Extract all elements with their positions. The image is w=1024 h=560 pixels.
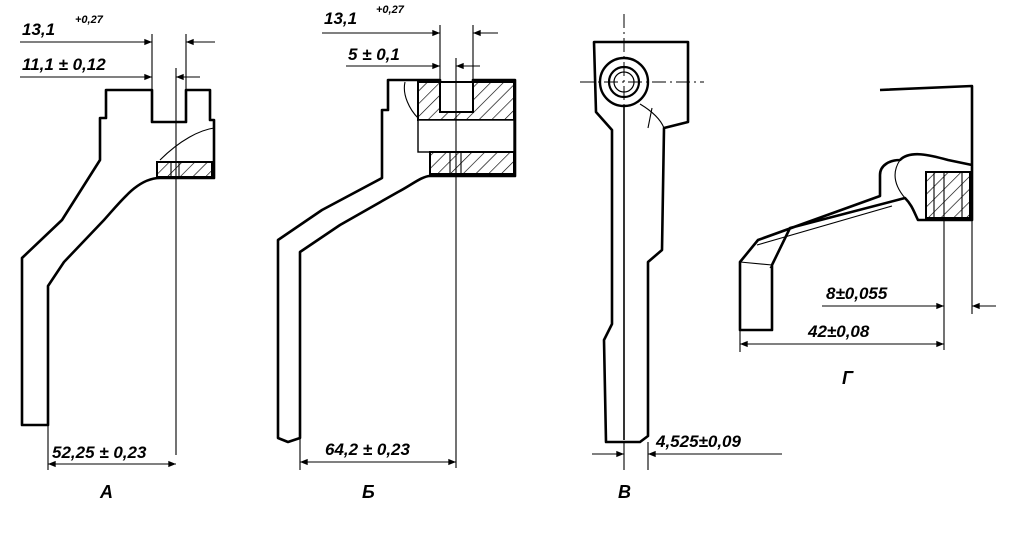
dim-a-top: 13,1 — [22, 20, 55, 39]
view-v: 4,525±0,09 В — [580, 14, 782, 502]
view-b: 13,1 +0,27 5 ± 0,1 64,2 ± 0,23 Б — [276, 4, 517, 502]
dim-g-upper: 8±0,055 — [826, 284, 888, 303]
part-b-section-bottom — [429, 151, 515, 175]
view-a: 13,1 +0,27 11,1 ± 0,12 52,25 ± 0,23 А — [20, 14, 216, 502]
part-a-section — [156, 161, 213, 178]
dim-a-second: 11,1 ± 0,12 — [22, 55, 106, 74]
view-g: 8±0,055 42±0,08 Г — [738, 84, 996, 388]
part-g-outline — [738, 84, 974, 332]
view-v-label: В — [618, 482, 631, 502]
part-g-section — [925, 171, 971, 219]
view-a-label: А — [99, 482, 113, 502]
dim-b-top: 13,1 — [324, 9, 357, 28]
view-b-label: Б — [362, 482, 375, 502]
view-g-label: Г — [842, 368, 854, 388]
dim-b-bottom: 64,2 ± 0,23 — [325, 440, 410, 459]
part-v-outline — [592, 40, 690, 444]
dim-g-lower: 42±0,08 — [807, 322, 870, 341]
dim-a-top-tolerance: +0,27 — [75, 14, 104, 26]
dim-b-second: 5 ± 0,1 — [348, 45, 400, 64]
dim-b-top-tolerance: +0,27 — [376, 4, 405, 16]
part-a-inner-edge — [159, 127, 215, 161]
dim-v-bottom: 4,525±0,09 — [655, 432, 742, 451]
dim-a-bottom: 52,25 ± 0,23 — [52, 443, 147, 462]
